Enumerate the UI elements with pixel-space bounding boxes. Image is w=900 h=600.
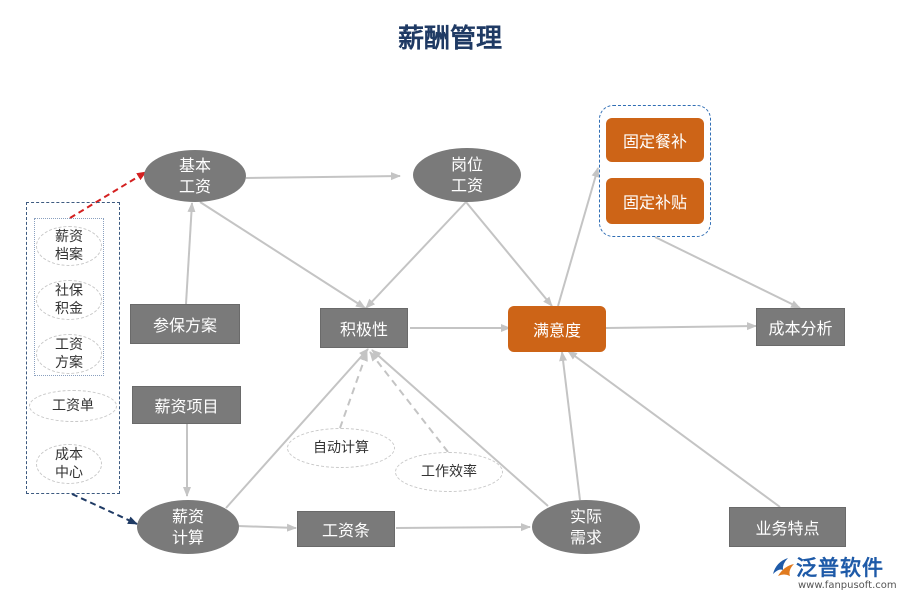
fixed-allowance-group (599, 105, 711, 237)
node-gongzitiao: 工资条 (297, 511, 395, 547)
brand-logo: 泛普软件 www.fanpusoft.com (770, 552, 897, 596)
edge-manyidu-to-orange-group (557, 167, 600, 307)
logo-name: 泛普软件 (796, 556, 884, 580)
edge-gangwei-to-jijixing (365, 201, 467, 309)
node-xinzi-jisuan: 薪资 计算 (137, 500, 239, 554)
node-gongzidan: 工资单 (29, 390, 117, 422)
logo-url: www.fanpusoft.com (798, 580, 897, 591)
edge-manyidu-to-chengben (605, 322, 757, 331)
fanpu-logo-icon (773, 558, 794, 576)
edge-zidong-to-jijixing (339, 351, 368, 429)
node-canbao-fangan: 参保方案 (130, 304, 240, 344)
node-zidong-jisuan: 自动计算 (287, 428, 395, 468)
node-xinzi-xiangmu: 薪资项目 (132, 386, 241, 424)
left-data-group (26, 202, 120, 494)
edge-orange-group-to-chengben (654, 236, 801, 309)
node-guding-butie: 固定补贴 (606, 178, 704, 224)
page-title: 薪酬管理 (397, 24, 502, 54)
node-shebao-jijin: 社保 积金 (36, 280, 102, 320)
edge-jisuan-to-gongzitiao (237, 523, 297, 532)
edge-yewu-to-manyidu (567, 350, 781, 508)
node-manyidu: 满意度 (508, 306, 606, 352)
node-chengben-fenxi: 成本分析 (756, 308, 845, 346)
node-xinzi-dangan: 薪资 档案 (36, 226, 102, 266)
edge-canbao-to-jiben (185, 202, 196, 305)
edge-left-group-to-jiben (69, 171, 147, 219)
edge-gangwei-to-manyidu (465, 201, 553, 307)
edge-jiben-to-gangwei (245, 172, 401, 181)
node-gongzi-fangan: 工资 方案 (36, 334, 102, 374)
edge-gongzitiao-to-shiji (395, 523, 531, 532)
edge-shiji-to-manyidu (559, 351, 581, 501)
node-yewu-tedian: 业务特点 (729, 507, 846, 547)
node-chengben-zhongxin: 成本 中心 (36, 444, 102, 484)
edge-left-group-to-jisuan (71, 493, 138, 525)
node-gangwei-gongzi: 岗位 工资 (413, 148, 521, 202)
node-jijixing: 积极性 (320, 308, 408, 348)
edge-xiaolv-to-jijixing (369, 351, 449, 453)
edge-jisuan-to-jijixing (225, 348, 369, 509)
node-jiben-gongzi: 基本 工资 (144, 150, 246, 202)
edge-jiben-to-jijixing (199, 201, 366, 309)
node-guding-canbu: 固定餐补 (606, 118, 704, 162)
node-gongzuo-xiaolv: 工作效率 (395, 452, 503, 492)
node-shiji-xuqiu: 实际 需求 (532, 500, 640, 554)
left-data-subgroup (34, 218, 104, 376)
edge-shiji-to-jijixing (371, 349, 549, 507)
